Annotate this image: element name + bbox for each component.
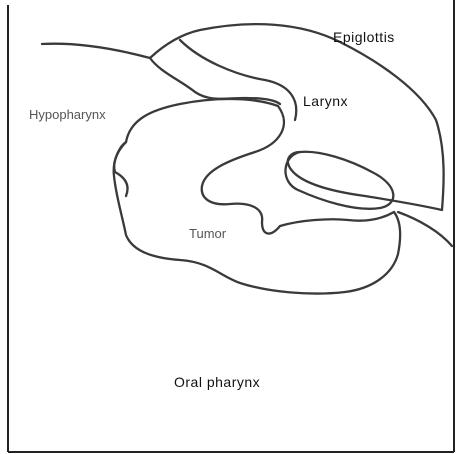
larynx-loop — [285, 152, 393, 209]
oral-pharynx-curve — [398, 212, 452, 246]
label-tumor: Tumor — [189, 226, 227, 241]
label-epiglottis: Epiglottis — [333, 29, 395, 45]
label-oral-pharynx: Oral pharynx — [174, 374, 260, 390]
label-hypopharynx: Hypopharynx — [29, 107, 106, 122]
tumor-outline — [114, 99, 400, 294]
label-larynx: Larynx — [303, 93, 348, 109]
